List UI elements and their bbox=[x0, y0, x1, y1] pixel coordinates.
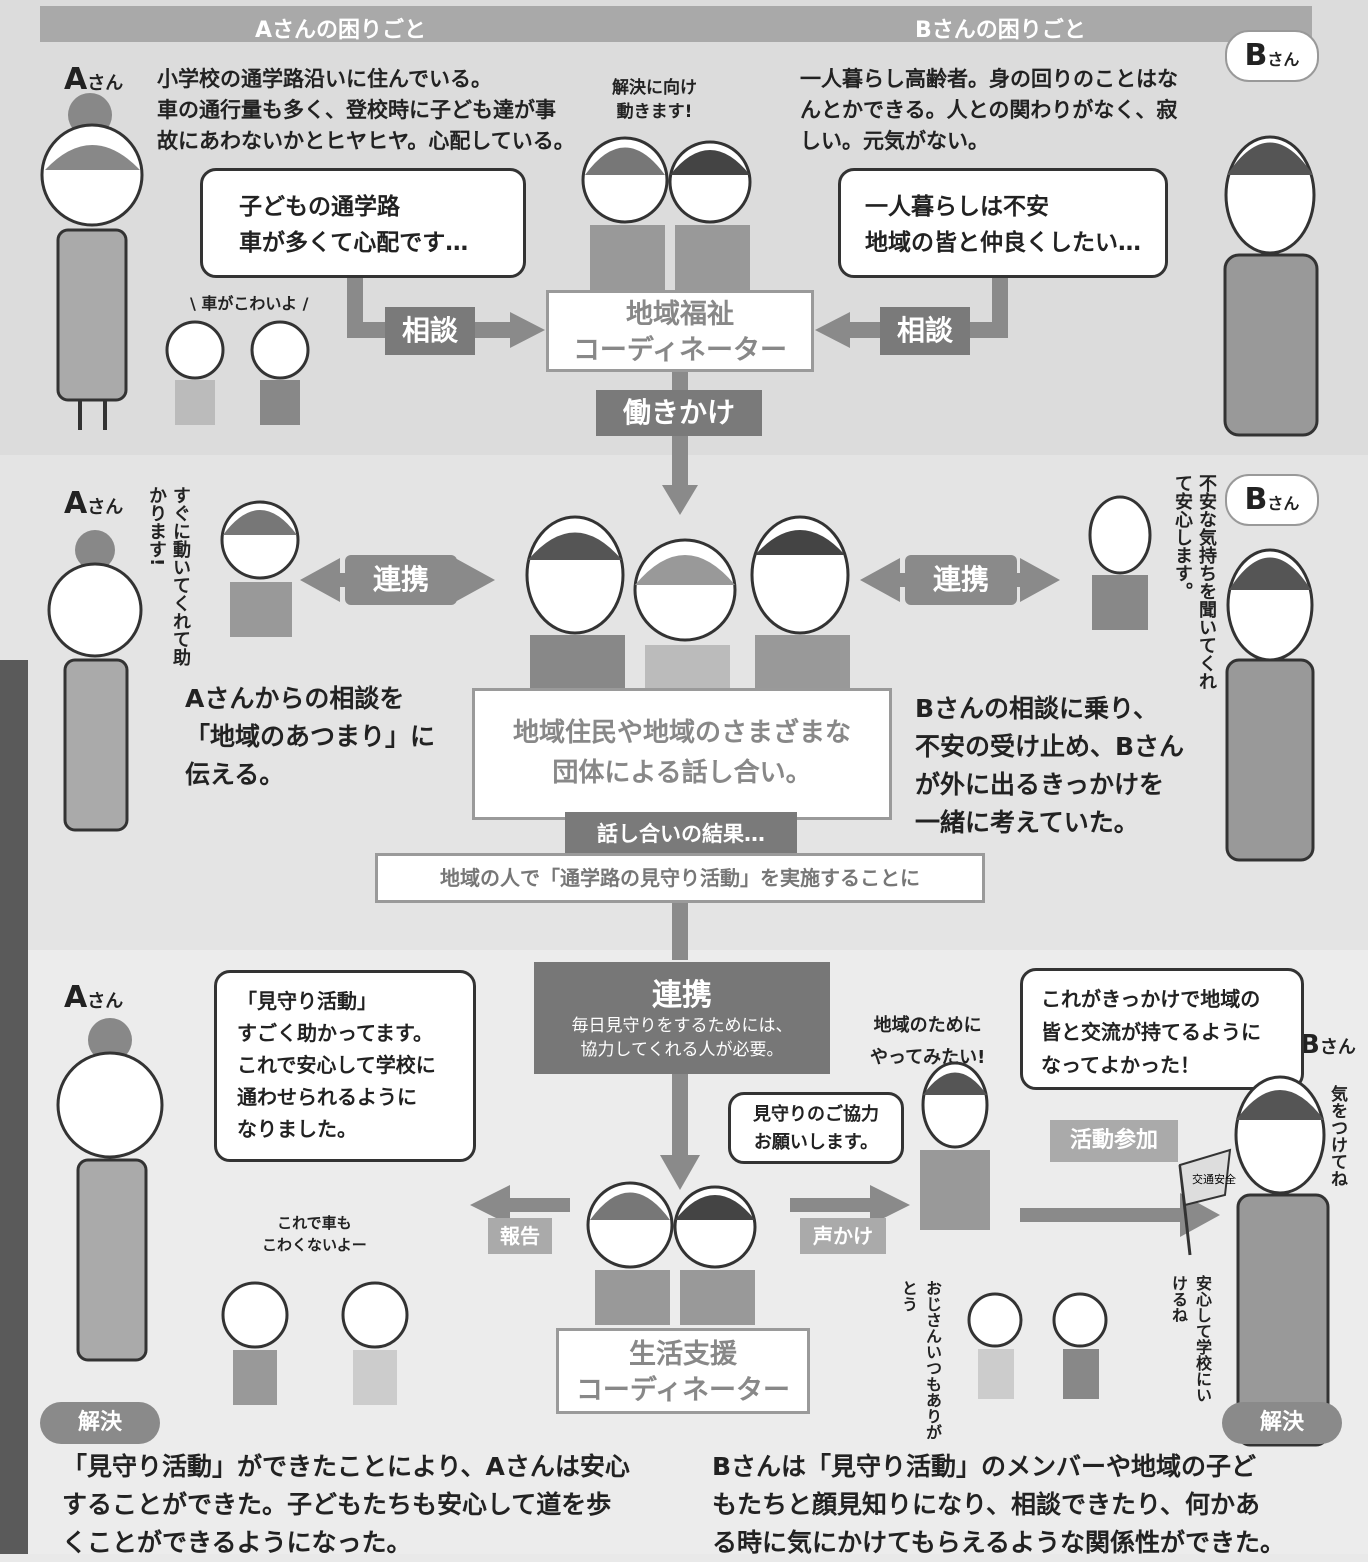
coordinator-figure-mid bbox=[220, 500, 300, 637]
link-bottom-box: 連携 毎日見守りをするためには、協力してくれる人が必要。 bbox=[534, 962, 830, 1074]
a-speech-bubble: 子どもの通学路車が多くて心配です… bbox=[200, 168, 526, 278]
person-a-label: Aさん bbox=[64, 62, 124, 97]
b-vertical-quote: 不安な気持ちを聞いてくれて安心します。 bbox=[1172, 474, 1217, 690]
person-b-label-badge-mid: Bさん bbox=[1225, 474, 1319, 526]
kids-figure-bottom bbox=[221, 1281, 409, 1405]
b-thanks-bubble: これがきっかけで地域の皆と交流が持てるようになってよかった！ bbox=[1020, 968, 1304, 1090]
walking-kids-figure bbox=[967, 1292, 1108, 1399]
a-vertical-quote: すぐに動いてくれて助かります! bbox=[146, 486, 191, 666]
resolve-left-badge: 解決 bbox=[40, 1402, 160, 1444]
person-b-figure-bottom: 交通安全 bbox=[1178, 1075, 1330, 1447]
life-coordinators-figure bbox=[586, 1181, 757, 1325]
b-support-text: Bさんの相談に乗り、不安の受け止め、Bさんが外に出るきっかけを一緒に考えていた。 bbox=[915, 694, 1185, 837]
person-b-figure-mid bbox=[1225, 548, 1315, 862]
a-result-text: 「見守り活動」ができたことにより、Aさんは安心することができた。子どもたちも安心… bbox=[62, 1452, 630, 1557]
kids-quote-top: \ 車がこわいよ / bbox=[190, 294, 309, 313]
consult-left-tag: 相談 bbox=[385, 307, 475, 355]
b-speech-bubble: 一人暮らしは不安地域の皆と仲良くしたい… bbox=[838, 168, 1168, 278]
person-b-figure-top bbox=[1223, 135, 1319, 437]
person-a-label-bottom: Aさん bbox=[64, 980, 124, 1015]
a-thanks-bubble: 「見守り活動」すごく助かってます。これで安心して学校に通わせられるようになりまし… bbox=[214, 970, 476, 1162]
link-right-tag: 連携 bbox=[905, 555, 1017, 605]
person-b-label-bottom: Bさん bbox=[1300, 1030, 1356, 1060]
person-b-label-badge: Bさん bbox=[1225, 30, 1319, 82]
flag-text: 交通安全 bbox=[1192, 1172, 1236, 1186]
call-tag: 声かけ bbox=[800, 1218, 886, 1254]
b-result-text: Bさんは「見守り活動」のメンバーや地域の子どもたちと顔見知りになり、相談できたり… bbox=[712, 1452, 1286, 1557]
consult-right-tag: 相談 bbox=[880, 307, 970, 355]
volunteer-figure-bottom bbox=[920, 1061, 990, 1230]
person-a-figure-bottom bbox=[56, 1018, 164, 1362]
life-support-coordinator-box: 生活支援コーディネーター bbox=[556, 1328, 810, 1414]
result-text-box: 地域の人で「通学路の見守り活動」を実施することに bbox=[375, 853, 985, 903]
b-description: 一人暮らし高齢者。身の回りのことはなんとかできる。人との関わりがなく、寂しい。元… bbox=[800, 67, 1178, 153]
person-a-figure-mid bbox=[47, 530, 143, 832]
kids-quote-bottom: これで車もこわくないよー bbox=[262, 1214, 367, 1254]
action-tag: 働きかけ bbox=[596, 390, 762, 436]
b-trouble-header: Bさんの困りごと bbox=[915, 18, 1086, 43]
side-strip bbox=[0, 660, 28, 1554]
regional-welfare-coordinator-box: 地域福祉コーディネーター bbox=[546, 290, 814, 372]
request-bubble: 見守りのご協力お願いします。 bbox=[728, 1092, 904, 1164]
coordinator-quote: 解決に向け動きます! bbox=[612, 78, 697, 122]
person-a-figure-top bbox=[40, 93, 144, 430]
a-forward-text: Aさんからの相談を「地域のあつまり」に伝える。 bbox=[185, 684, 436, 789]
community-discussion-box: 地域住民や地域のさまざまな団体による話し合い。 bbox=[472, 688, 892, 820]
kids-vertical-relief: 安心して学校にいけるね bbox=[1169, 1275, 1212, 1403]
community-group-figure bbox=[525, 515, 850, 695]
kids-vertical-thanks: おじさんいつもありがとう bbox=[899, 1280, 942, 1440]
b-vertical-bottom: 気をつけてね bbox=[1327, 1085, 1347, 1187]
report-tag: 報告 bbox=[488, 1218, 552, 1254]
kids-figure-top bbox=[165, 320, 310, 425]
person-a-label-mid: Aさん bbox=[64, 486, 124, 521]
a-description: 小学校の通学路沿いに住んでいる。車の通行量も多く、登校時に子ども達が事故にあわな… bbox=[157, 67, 575, 153]
header-bar bbox=[40, 6, 1312, 42]
coordinators-figure-top bbox=[581, 136, 752, 290]
result-label: 話し合いの結果… bbox=[565, 812, 797, 856]
resolve-right-badge: 解決 bbox=[1222, 1402, 1342, 1444]
a-trouble-header: Aさんの困りごと bbox=[255, 18, 427, 43]
volunteer-figure-mid bbox=[1088, 495, 1152, 630]
link-left-tag: 連携 bbox=[345, 555, 457, 605]
participate-tag: 活動参加 bbox=[1050, 1120, 1178, 1162]
